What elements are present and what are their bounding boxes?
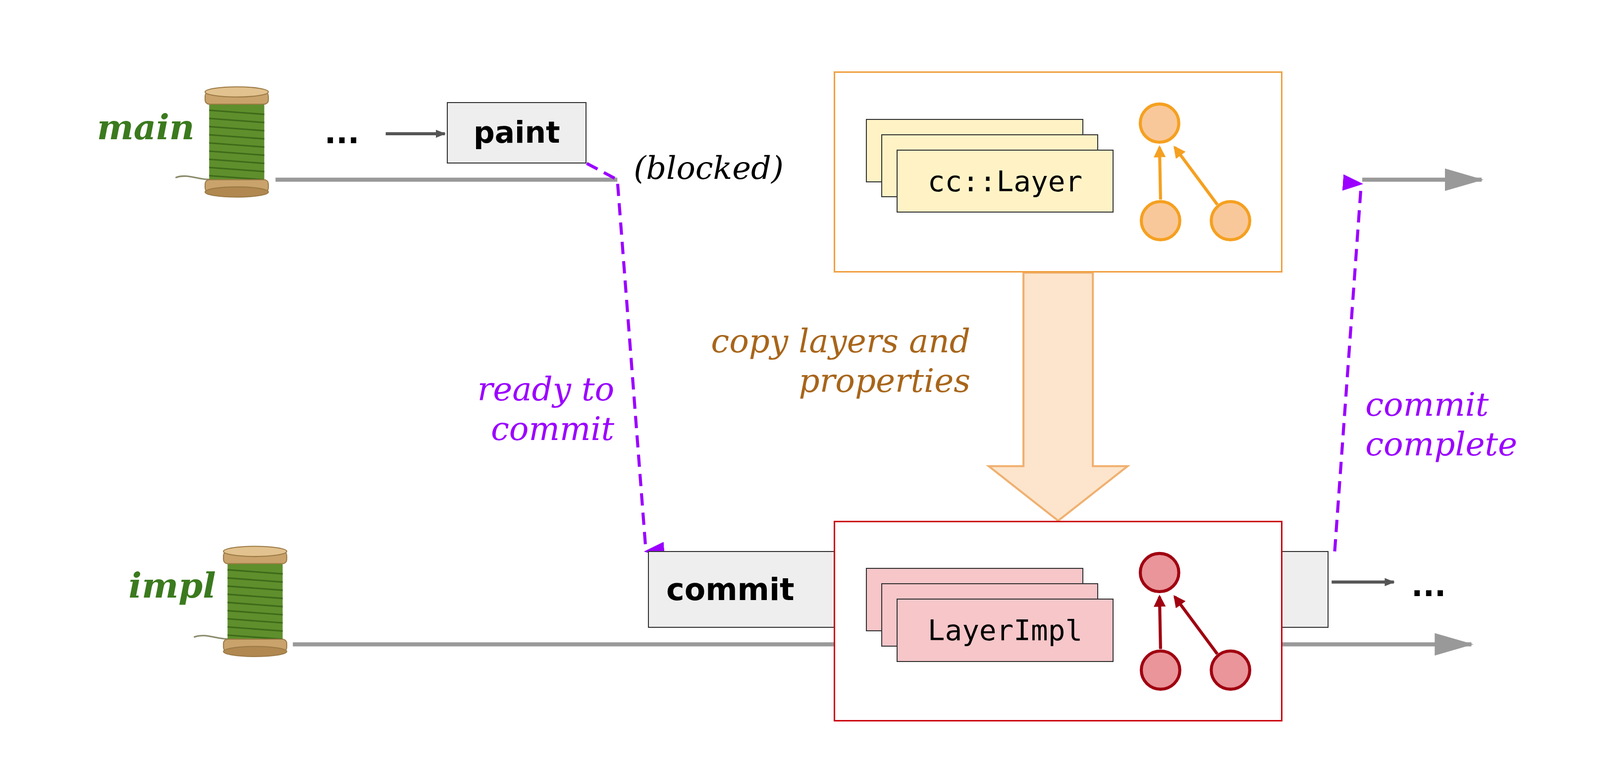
- process-box: paint: [446, 102, 587, 164]
- edge-label: ready to commit: [461, 369, 615, 450]
- signal-arrow: [1334, 183, 1362, 552]
- node-text: commit: [666, 571, 795, 608]
- flow-arrow: [385, 132, 445, 136]
- copy-arrow: [988, 272, 1128, 521]
- state-note: (blocked): [633, 149, 784, 188]
- edge-label: copy layers and properties: [674, 321, 971, 402]
- layer-impl-card: LayerImpl: [896, 598, 1115, 662]
- layer-tree-panel: cc::Layer: [833, 71, 1283, 273]
- signal-arrow: [586, 163, 646, 552]
- layer-card: cc::Layer: [896, 149, 1115, 214]
- thread-name: impl: [128, 564, 216, 607]
- flow-arrow: [1331, 580, 1394, 584]
- node-text: cc::Layer: [927, 164, 1083, 199]
- main-thread-line: [275, 177, 618, 182]
- thread-name: main: [97, 106, 195, 149]
- ellipsis: ...: [1411, 567, 1446, 605]
- layer-impl-panel: LayerImpl: [833, 520, 1283, 722]
- node-text: paint: [473, 115, 561, 150]
- main-thread-line: [1362, 177, 1482, 182]
- node-text: LayerImpl: [927, 613, 1083, 647]
- signal-label: commit complete: [1365, 384, 1539, 465]
- ellipsis: ...: [324, 114, 360, 152]
